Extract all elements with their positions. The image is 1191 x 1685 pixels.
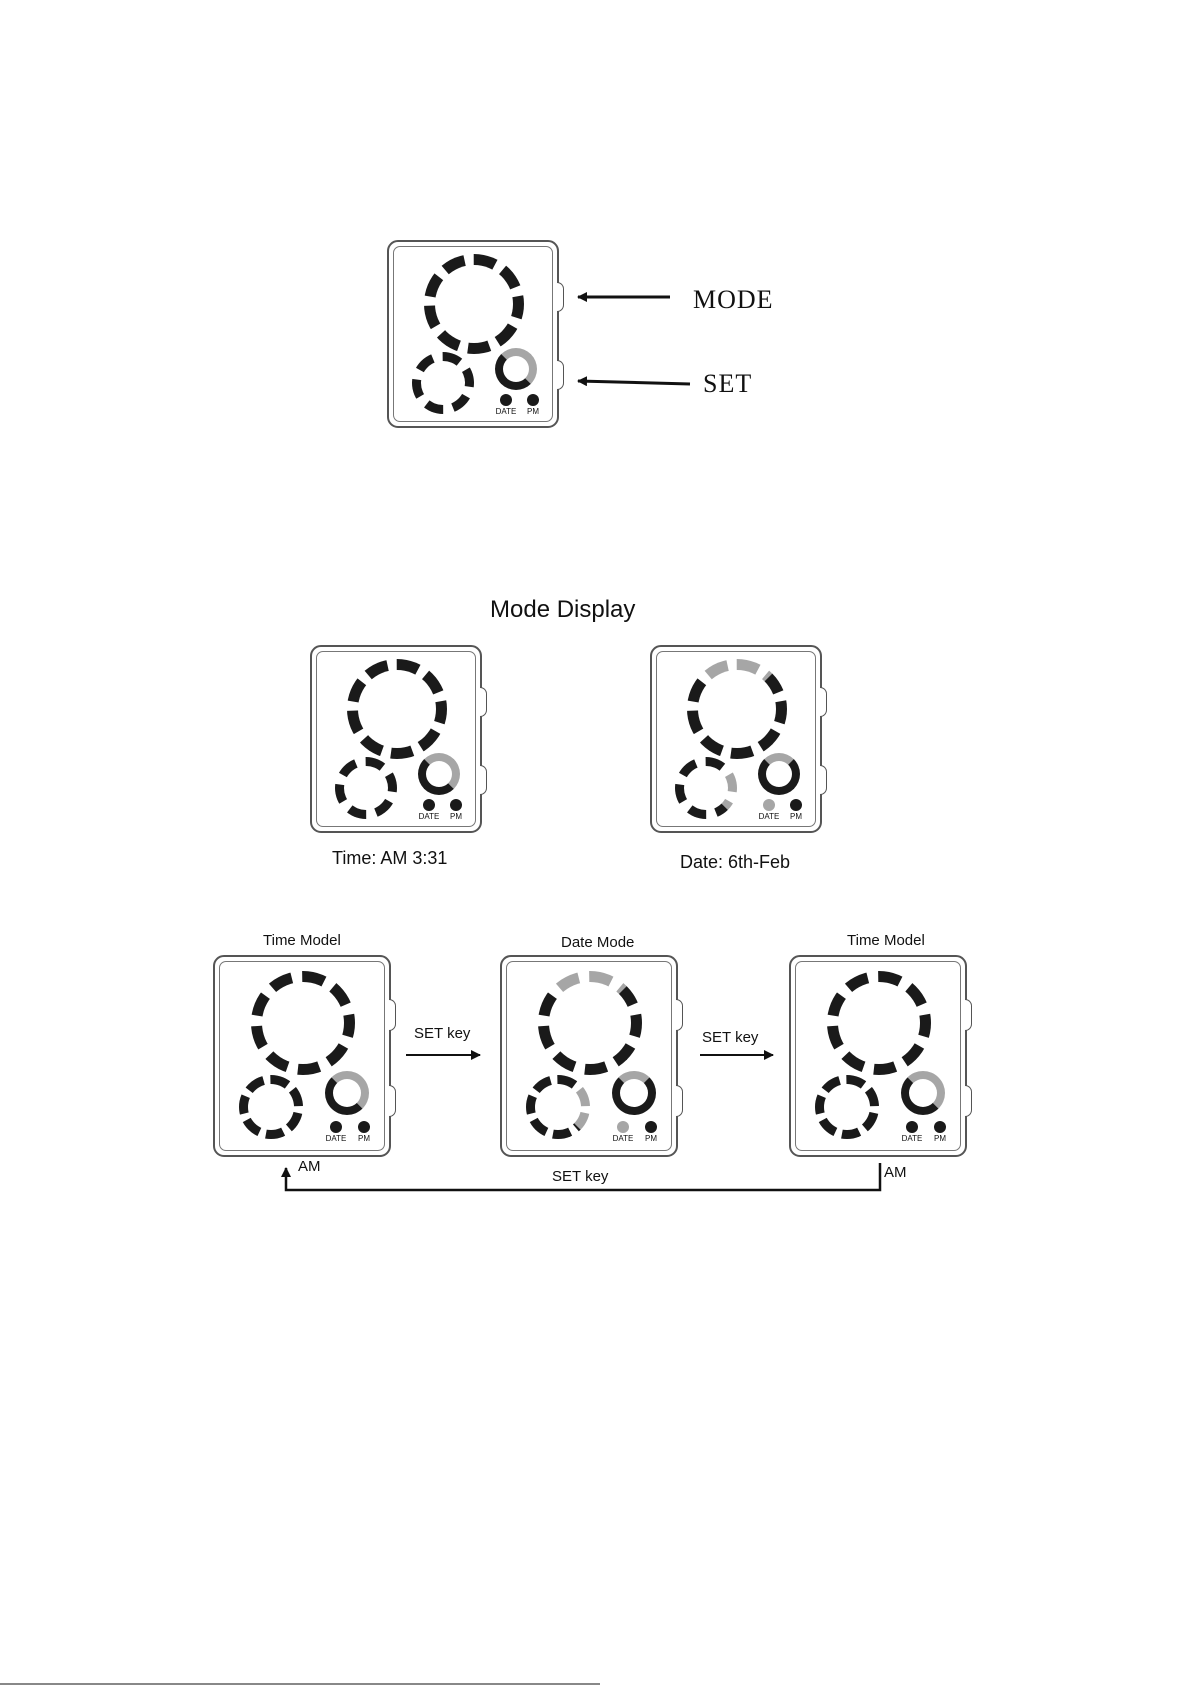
return-arrow [286,1163,880,1190]
set-callout-arrow [578,381,690,384]
